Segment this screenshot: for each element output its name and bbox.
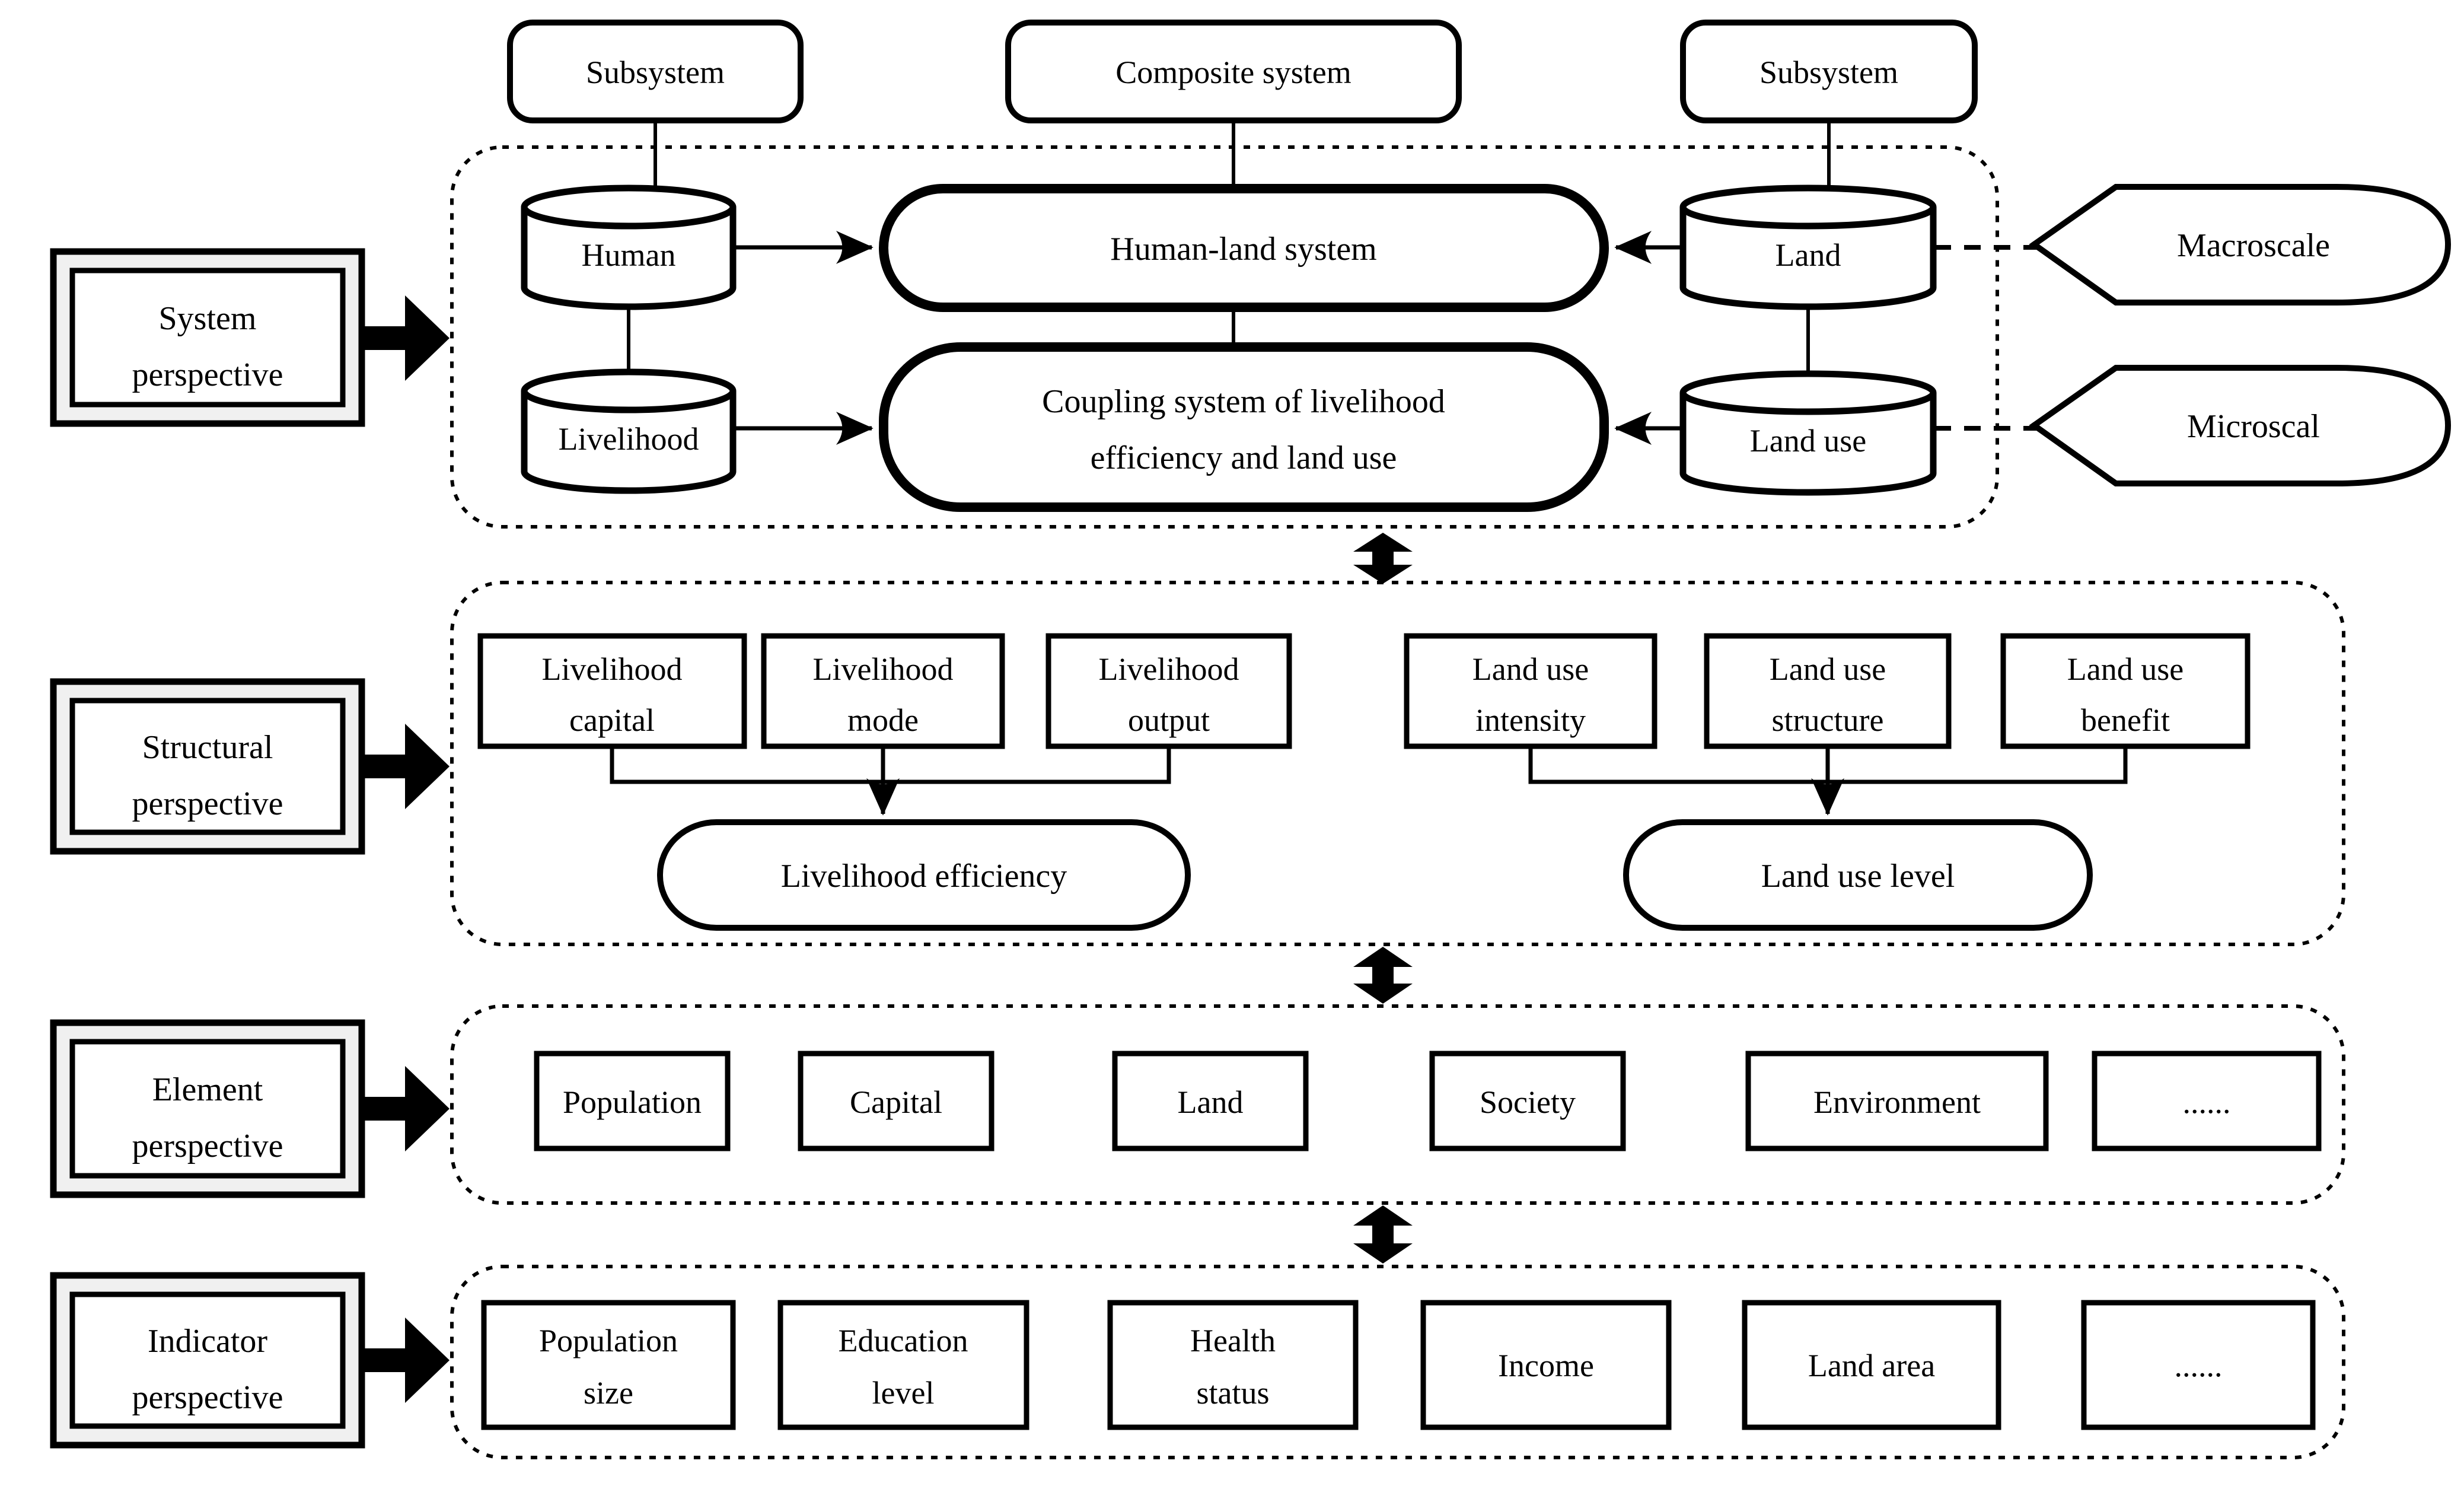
system-perspective-box: System perspective bbox=[50, 248, 365, 427]
livelihood-capital-line2: capital bbox=[569, 702, 655, 738]
human-cylinder: Human bbox=[521, 184, 737, 310]
indicator-perspective-box: Indicator perspective bbox=[50, 1272, 365, 1449]
land-use-level-node: Land use level bbox=[1623, 819, 2093, 931]
system-section-container bbox=[450, 145, 1999, 529]
element-perspective-line1: Element bbox=[152, 1071, 263, 1108]
subsystem-left-label: Subsystem bbox=[586, 55, 725, 90]
livelihood-mode-box: Livelihood mode bbox=[761, 633, 1005, 749]
indicator-perspective-line1: Indicator bbox=[148, 1323, 267, 1360]
arrow-system-perspective bbox=[363, 295, 450, 381]
indicator-health-status-box: Health status bbox=[1107, 1300, 1359, 1430]
structural-perspective-line2: perspective bbox=[132, 785, 283, 822]
livelihood-efficiency-node: Livelihood efficiency bbox=[657, 819, 1191, 931]
human-land-system-label: Human-land system bbox=[1110, 231, 1376, 268]
land-use-benefit-line2: benefit bbox=[2081, 702, 2170, 738]
livelihood-cylinder: Livelihood bbox=[521, 368, 737, 494]
indicator-perspective-line2: perspective bbox=[132, 1379, 283, 1416]
indicator-income-box: Income bbox=[1420, 1300, 1672, 1430]
land-use-benefit-box: Land use benefit bbox=[2000, 633, 2251, 749]
system-perspective-line1: System bbox=[159, 300, 257, 337]
structural-perspective-line1: Structural bbox=[142, 729, 273, 766]
land-use-benefit-line1: Land use bbox=[2067, 651, 2184, 687]
subsystem-right-node: Subsystem bbox=[1680, 20, 1978, 123]
composite-system-node: Composite system bbox=[1005, 20, 1462, 123]
indicator-education-level-box: Education level bbox=[777, 1300, 1029, 1430]
indicator-ellipsis-label: ...... bbox=[2175, 1348, 2223, 1383]
indicator-land-area-box: Land area bbox=[1742, 1300, 2001, 1430]
double-arrow-structural-element bbox=[1353, 947, 1413, 1004]
system-perspective-line2: perspective bbox=[132, 357, 283, 393]
arrow-indicator-perspective bbox=[363, 1318, 450, 1403]
indicator-income-label: Income bbox=[1498, 1348, 1594, 1383]
land-cylinder: Land bbox=[1679, 184, 1937, 310]
land-use-structure-box: Land use structure bbox=[1704, 633, 1952, 749]
indicator-health-status-line2: status bbox=[1196, 1375, 1269, 1411]
coupling-system-label-line2: efficiency and land use bbox=[1091, 440, 1397, 476]
microscale-tag: Microscal bbox=[2029, 365, 2452, 486]
subsystem-right-label: Subsystem bbox=[1759, 55, 1898, 90]
subsystem-left-node: Subsystem bbox=[507, 20, 804, 123]
land-use-cylinder: Land use bbox=[1679, 370, 1937, 496]
double-arrow-system-structural bbox=[1353, 533, 1413, 584]
element-land-label: Land bbox=[1178, 1084, 1244, 1120]
indicator-education-level-line1: Education bbox=[839, 1323, 968, 1358]
land-use-level-label: Land use level bbox=[1761, 858, 1955, 895]
element-society-label: Society bbox=[1480, 1084, 1576, 1120]
microscale-label: Microscal bbox=[2187, 408, 2320, 445]
element-perspective-box: Element perspective bbox=[50, 1019, 365, 1198]
livelihood-label: Livelihood bbox=[559, 421, 699, 457]
livelihood-mode-line1: Livelihood bbox=[813, 651, 954, 687]
land-use-intensity-box: Land use intensity bbox=[1404, 633, 1657, 749]
element-population-label: Population bbox=[563, 1084, 702, 1120]
composite-system-label: Composite system bbox=[1115, 55, 1351, 90]
element-society-box: Society bbox=[1429, 1051, 1626, 1151]
arrow-structural-perspective bbox=[363, 724, 450, 809]
land-use-intensity-line1: Land use bbox=[1472, 651, 1589, 687]
livelihood-output-box: Livelihood output bbox=[1045, 633, 1292, 749]
indicator-section-container bbox=[450, 1265, 2345, 1459]
element-environment-box: Environment bbox=[1745, 1051, 2049, 1151]
livelihood-output-line2: output bbox=[1128, 702, 1210, 738]
land-use-label: Land use bbox=[1750, 423, 1866, 459]
livelihood-mode-line2: mode bbox=[847, 702, 919, 738]
element-capital-label: Capital bbox=[850, 1084, 942, 1120]
indicator-land-area-label: Land area bbox=[1808, 1348, 1935, 1383]
structural-section-container bbox=[450, 581, 2345, 946]
land-use-intensity-line2: intensity bbox=[1475, 702, 1586, 738]
element-ellipsis-label: ...... bbox=[2183, 1084, 2231, 1120]
indicator-ellipsis-box: ...... bbox=[2081, 1300, 2316, 1430]
element-ellipsis-box: ...... bbox=[2092, 1051, 2322, 1151]
indicator-education-level-line2: level bbox=[872, 1375, 935, 1411]
livelihood-capital-line1: Livelihood bbox=[542, 651, 683, 687]
land-use-structure-line2: structure bbox=[1772, 702, 1884, 738]
livelihood-efficiency-label: Livelihood efficiency bbox=[781, 858, 1067, 895]
coupling-system-node: Coupling system of livelihood efficiency… bbox=[879, 342, 1609, 512]
double-arrow-element-indicator bbox=[1353, 1205, 1413, 1264]
structural-perspective-box: Structural perspective bbox=[50, 678, 365, 855]
indicator-population-size-line2: size bbox=[584, 1375, 633, 1411]
land-use-structure-line1: Land use bbox=[1770, 651, 1886, 687]
indicator-population-size-box: Population size bbox=[481, 1300, 736, 1430]
element-perspective-line2: perspective bbox=[132, 1128, 283, 1164]
arrow-element-perspective bbox=[363, 1066, 450, 1151]
livelihood-capital-box: Livelihood capital bbox=[477, 633, 747, 749]
element-capital-box: Capital bbox=[798, 1051, 994, 1151]
land-label: Land bbox=[1776, 237, 1841, 273]
indicator-health-status-line1: Health bbox=[1190, 1323, 1276, 1358]
element-population-box: Population bbox=[534, 1051, 731, 1151]
livelihood-output-line1: Livelihood bbox=[1099, 651, 1239, 687]
indicator-population-size-line1: Population bbox=[539, 1323, 678, 1358]
element-environment-label: Environment bbox=[1813, 1084, 1981, 1120]
element-land-box: Land bbox=[1112, 1051, 1309, 1151]
bracket-livelihood bbox=[610, 746, 1171, 784]
coupling-system-label-line1: Coupling system of livelihood bbox=[1042, 383, 1445, 420]
macroscale-label: Macroscale bbox=[2177, 227, 2330, 264]
human-land-system-node: Human-land system bbox=[879, 184, 1609, 312]
human-label: Human bbox=[582, 237, 676, 273]
macroscale-tag: Macroscale bbox=[2029, 184, 2452, 306]
element-section-container bbox=[450, 1004, 2345, 1205]
